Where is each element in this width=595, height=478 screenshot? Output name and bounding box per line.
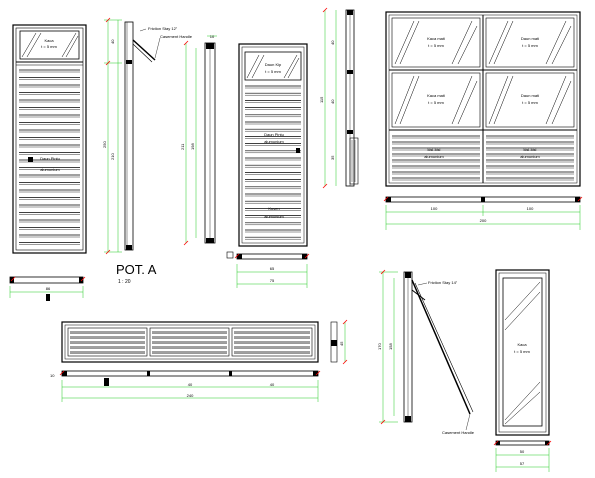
window-height-a: 40 [330, 40, 335, 45]
narrow-window-elevation: Kaca t = 5 mm 50 57 [495, 269, 550, 472]
narrow-window-plan [495, 440, 550, 446]
narrow-window-label-2: t = 5 mm [514, 349, 530, 354]
window-width-2: 100 [527, 206, 534, 211]
door-2-glass-label-2: t = 5 mm [265, 69, 281, 74]
window-pane-2-label-1: Daun mati [521, 36, 539, 41]
door-1-elevation: Kaca t = 5 mm Daun Pintu alumunium 86 [9, 24, 87, 301]
door-2-small-dim: 10 [210, 34, 215, 39]
window-pane-2 [485, 17, 575, 68]
door-1-panel-label-2: alumunium [40, 167, 60, 172]
hinge-label-2: Casement Handle [160, 34, 193, 39]
door-2-width-1: 65 [270, 266, 275, 271]
door-1-height-main: 210 [110, 153, 115, 160]
door-2-panel-label-2: alumunium [264, 139, 284, 144]
friction-height-1: 170 [377, 343, 382, 350]
door-1-section: 40 210 250 Friction Stay 12" Casement Ha… [102, 19, 193, 253]
drawing-scale: 1 : 20 [118, 279, 131, 285]
friction-stay-section: 170 158 Friction Stay 14" Casement Handl… [377, 271, 475, 435]
door-1-plan [9, 276, 84, 284]
louver-width-2: 40 [270, 382, 275, 387]
door-2-elevation: Daun Kip t = 5 mm Daun Pintu alumunium K… [226, 43, 308, 288]
window-louver-2-label-2: alumunium [520, 154, 540, 159]
window-pane-3-label-1: Kaca mati [427, 93, 445, 98]
narrow-window-label-1: Kaca [517, 342, 527, 347]
louver-height-dim: 45 [339, 341, 344, 346]
friction-label-2: Casement Handle [442, 430, 475, 435]
window-pane-1-label-1: Kaca mati [427, 36, 445, 41]
door-1-width-dim: 86 [46, 286, 51, 291]
window-louver-1-label-1: kisi-kisi [428, 147, 441, 152]
window-section: 115 40 40 35 [319, 9, 359, 187]
door-1-glass-label-2: t = 5 mm [41, 44, 57, 49]
door-2-glass-panel [244, 51, 302, 81]
window-width-1: 100 [431, 206, 438, 211]
window-height-b: 40 [330, 99, 335, 104]
narrow-window-glass [502, 277, 543, 427]
louver-vent-elevation: 45 40 40 240 10 [50, 321, 346, 402]
louver-width-total: 240 [187, 393, 194, 398]
friction-height-2: 158 [388, 343, 393, 350]
window-pane-1-label-2: t = 5 mm [428, 43, 444, 48]
window-pane-4-label-1: Daun mati [521, 93, 539, 98]
door-2-width-2: 75 [270, 278, 275, 283]
window-pane-1 [391, 17, 481, 68]
window-height-total: 115 [319, 96, 324, 103]
window-height-c: 35 [330, 155, 335, 160]
door-1-height-total: 250 [102, 141, 107, 148]
door-2-frame-label-2: alumunium [264, 214, 284, 219]
window-width-total: 200 [480, 218, 487, 223]
window-louver-1-label-2: alumunium [424, 154, 444, 159]
window-pane-4 [485, 72, 575, 128]
narrow-width-1: 50 [520, 449, 525, 454]
door-2-louvers [245, 85, 301, 240]
door-1-glass-label-1: Kaca [44, 38, 54, 43]
louver-plan [61, 370, 319, 377]
window-louver-2-label-1: kisi-kisi [524, 147, 537, 152]
drawing-title: POT. A [116, 262, 157, 277]
door-2-panel-label-1: Daun Pintu [264, 132, 284, 137]
window-pane-4-label-2: t = 5 mm [522, 100, 538, 105]
louver-width-1: 40 [188, 382, 193, 387]
window-elevation: Kaca mati t = 5 mm Daun mati t = 5 mm Ka… [385, 11, 581, 230]
door-1-glass-panel [19, 30, 80, 60]
window-pane-3-label-2: t = 5 mm [428, 100, 444, 105]
hinge-label-1: Friction Stay 12" [148, 26, 178, 31]
door-1-panel-label-1: Daun Pintu [40, 156, 60, 161]
door-2-glass-label-1: Daun Kip [265, 62, 282, 67]
door-2-plan [236, 253, 308, 260]
door-2-section: 211 198 10 [180, 34, 217, 244]
door-2-height-1: 211 [180, 143, 185, 150]
door-1-height-top: 40 [110, 39, 115, 44]
door-2-frame-label-1: Kusen [268, 206, 279, 211]
window-pane-3 [391, 72, 481, 128]
louver-left-dim: 10 [50, 373, 55, 378]
window-pane-2-label-2: t = 5 mm [522, 43, 538, 48]
door-2-height-2: 198 [190, 143, 195, 150]
narrow-width-2: 57 [520, 461, 525, 466]
door-1-louvers [19, 69, 80, 245]
friction-label-1: Friction Stay 14" [428, 280, 458, 285]
